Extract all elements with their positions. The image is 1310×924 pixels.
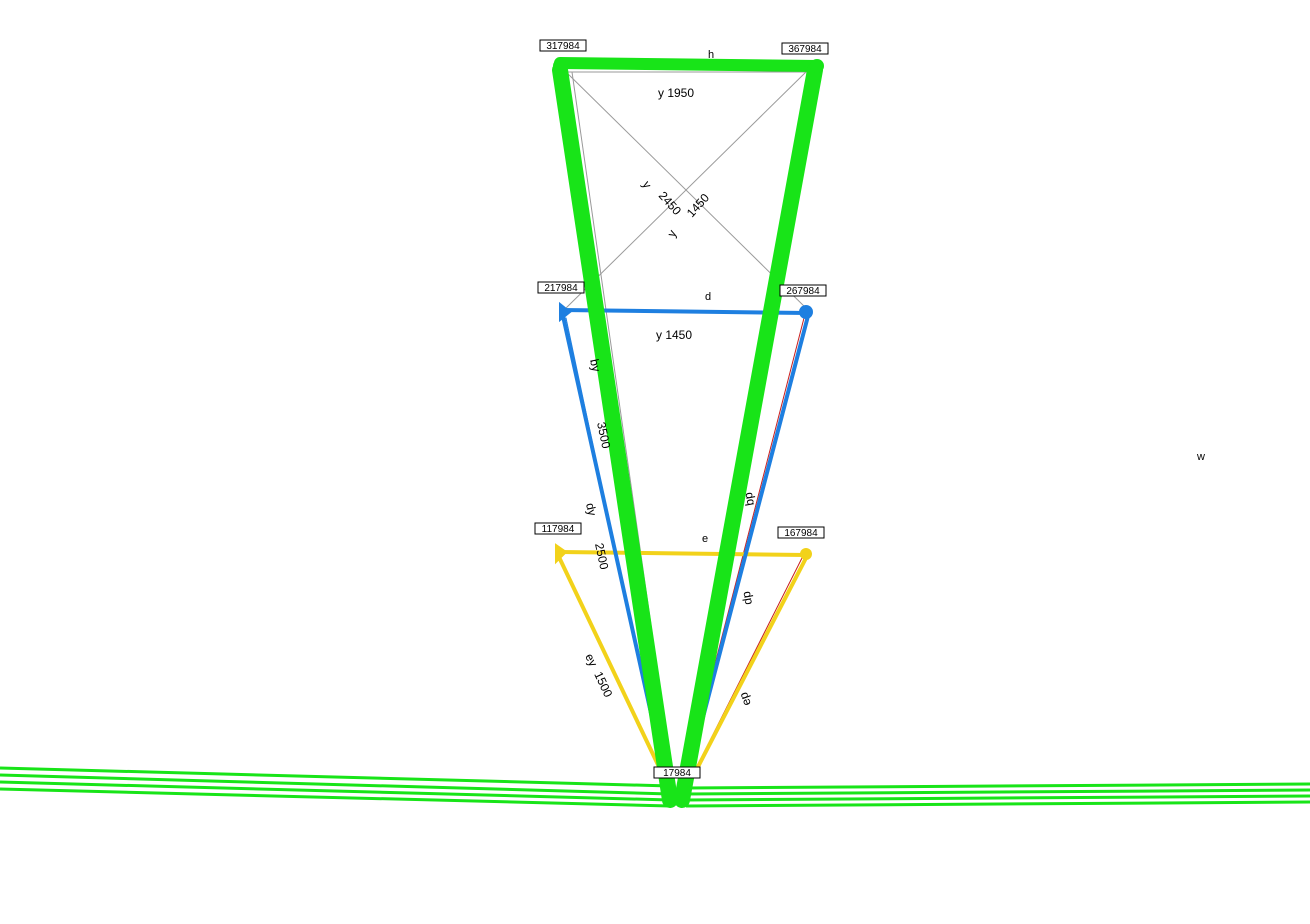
label-3500: 3500 <box>594 421 613 450</box>
svg-text:17984: 17984 <box>663 768 691 779</box>
ground-lines <box>0 766 1310 808</box>
label-diag-y-a: y <box>639 179 654 191</box>
edge-labels: h y 1950 y 2450 1450 y d y 1450 by 3500 … <box>582 49 1205 708</box>
node-tags[interactable]: 317984 367984 217984 267984 117984 16798… <box>534 39 829 779</box>
green-leg-left <box>552 62 678 808</box>
label-d: d <box>705 291 711 303</box>
svg-text:267984: 267984 <box>786 286 820 297</box>
green-node-top-right <box>810 59 824 73</box>
label-diag-2450: 2450 <box>656 189 684 218</box>
blue-node-right-cap <box>799 305 813 319</box>
label-dy: dy <box>583 502 599 517</box>
ground-line-left-1 <box>0 766 671 788</box>
label-w: w <box>1196 451 1205 463</box>
label-diag-y-b: y <box>664 228 679 240</box>
svg-text:117984: 117984 <box>542 524 575 535</box>
node-tag-367984[interactable]: 367984 <box>781 42 829 55</box>
ground-line-left-3 <box>0 780 671 802</box>
yellow-member-ep <box>684 556 808 792</box>
green-node-top-left <box>553 59 567 73</box>
ground-line-right-3 <box>685 794 1310 802</box>
label-bp: bp <box>741 491 757 507</box>
blue-node-left-cap <box>559 301 572 323</box>
ground-line-right-1 <box>685 782 1310 790</box>
brace-diagonal-2 <box>562 68 810 312</box>
label-y-1950: y 1950 <box>658 86 694 100</box>
svg-text:217984: 217984 <box>544 283 578 294</box>
ground-line-right-2 <box>685 788 1310 796</box>
label-diag-1450: 1450 <box>684 191 712 220</box>
label-dp: dp <box>739 590 755 606</box>
label-1500: 1500 <box>591 669 615 699</box>
ground-line-left-4 <box>0 787 671 808</box>
yellow-node-left-cap <box>555 543 568 565</box>
label-e: e <box>702 533 708 545</box>
label-by: by <box>587 358 603 373</box>
node-tag-267984[interactable]: 267984 <box>779 284 827 297</box>
label-y-1450: y 1450 <box>656 328 692 342</box>
label-h: h <box>708 49 714 61</box>
node-tag-317984[interactable]: 317984 <box>539 39 587 52</box>
svg-text:167984: 167984 <box>784 528 818 539</box>
node-tag-217984[interactable]: 217984 <box>537 281 585 294</box>
green-beam-h <box>554 57 823 72</box>
label-ep: ep <box>736 690 754 708</box>
svg-text:317984: 317984 <box>546 41 580 52</box>
ground-line-right-4 <box>685 800 1310 808</box>
label-2500: 2500 <box>592 542 611 571</box>
node-tag-167984[interactable]: 167984 <box>777 526 825 539</box>
yellow-beam-e <box>558 550 808 557</box>
node-tag-117984[interactable]: 117984 <box>534 522 582 535</box>
green-frame <box>552 57 824 808</box>
green-leg-right <box>674 62 823 808</box>
yellow-node-right-cap <box>800 548 812 560</box>
svg-text:367984: 367984 <box>788 44 822 55</box>
label-ey: ey <box>582 651 600 668</box>
node-tag-17984[interactable]: 17984 <box>653 766 701 779</box>
ground-line-left-2 <box>0 773 671 796</box>
yellow-member-ey <box>556 553 672 792</box>
yellow-panel <box>555 543 812 792</box>
